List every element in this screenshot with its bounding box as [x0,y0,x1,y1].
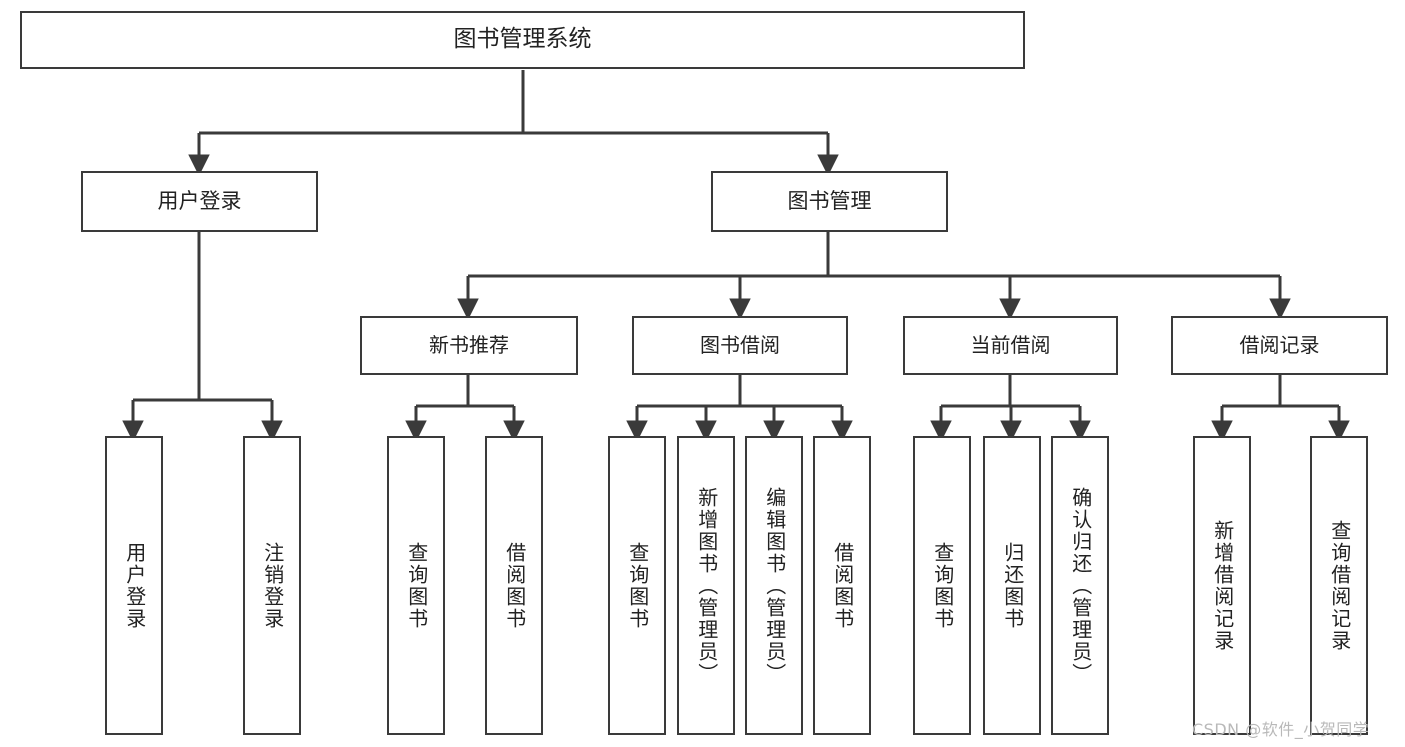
node-label: 查询图书 [404,541,429,630]
leaf-edit-book-admin[interactable]: 编辑图书（管理员） [745,436,803,735]
node-borrow-record[interactable]: 借阅记录 [1171,316,1388,375]
leaf-user-login[interactable]: 用户登录 [105,436,163,735]
node-user-login[interactable]: 用户登录 [81,171,318,232]
leaf-query-borrow-record[interactable]: 查询借阅记录 [1310,436,1368,735]
node-label: 图书管理 [787,189,872,214]
leaf-logout-login[interactable]: 注销登录 [243,436,301,735]
leaf-add-book-admin[interactable]: 新增图书（管理员） [677,436,735,735]
csdn-watermark: CSDN @软件_小贺同学 [1192,720,1370,739]
leaf-confirm-return-admin[interactable]: 确认归还（管理员） [1051,436,1109,735]
node-book-management[interactable]: 图书管理 [711,171,948,232]
node-system-root[interactable]: 图书管理系统 [20,11,1025,69]
node-label: 借阅记录 [1239,332,1320,357]
leaf-borrow-book[interactable]: 借阅图书 [813,436,871,735]
node-label: 图书管理系统 [453,26,592,53]
node-current-borrow[interactable]: 当前借阅 [903,316,1118,375]
leaf-query-book-recommend[interactable]: 查询图书 [387,436,445,735]
node-book-borrow[interactable]: 图书借阅 [632,316,848,375]
node-label: 归还图书 [1000,541,1025,630]
node-label: 查询借阅记录 [1327,519,1352,652]
node-label: 借阅图书 [502,541,527,630]
leaf-query-book-current[interactable]: 查询图书 [913,436,971,735]
node-label: 用户登录 [157,189,242,214]
node-label: 图书借阅 [700,332,780,357]
node-label: 新增借阅记录 [1210,519,1235,652]
node-label: 用户登录 [122,541,147,630]
node-label: 当前借阅 [970,332,1051,357]
node-label: 新增图书（管理员） [694,486,719,685]
leaf-borrow-book-recommend[interactable]: 借阅图书 [485,436,543,735]
leaf-add-borrow-record[interactable]: 新增借阅记录 [1193,436,1251,735]
node-label: 查询图书 [625,541,650,630]
leaf-return-book[interactable]: 归还图书 [983,436,1041,735]
node-label: 编辑图书（管理员） [762,486,787,685]
node-new-book-recommend[interactable]: 新书推荐 [360,316,578,375]
node-label: 注销登录 [260,541,285,630]
node-label: 确认归还（管理员） [1068,486,1093,685]
node-label: 新书推荐 [429,332,509,357]
leaf-query-book-borrow[interactable]: 查询图书 [608,436,666,735]
node-label: 借阅图书 [830,541,855,630]
node-label: 查询图书 [930,541,955,630]
